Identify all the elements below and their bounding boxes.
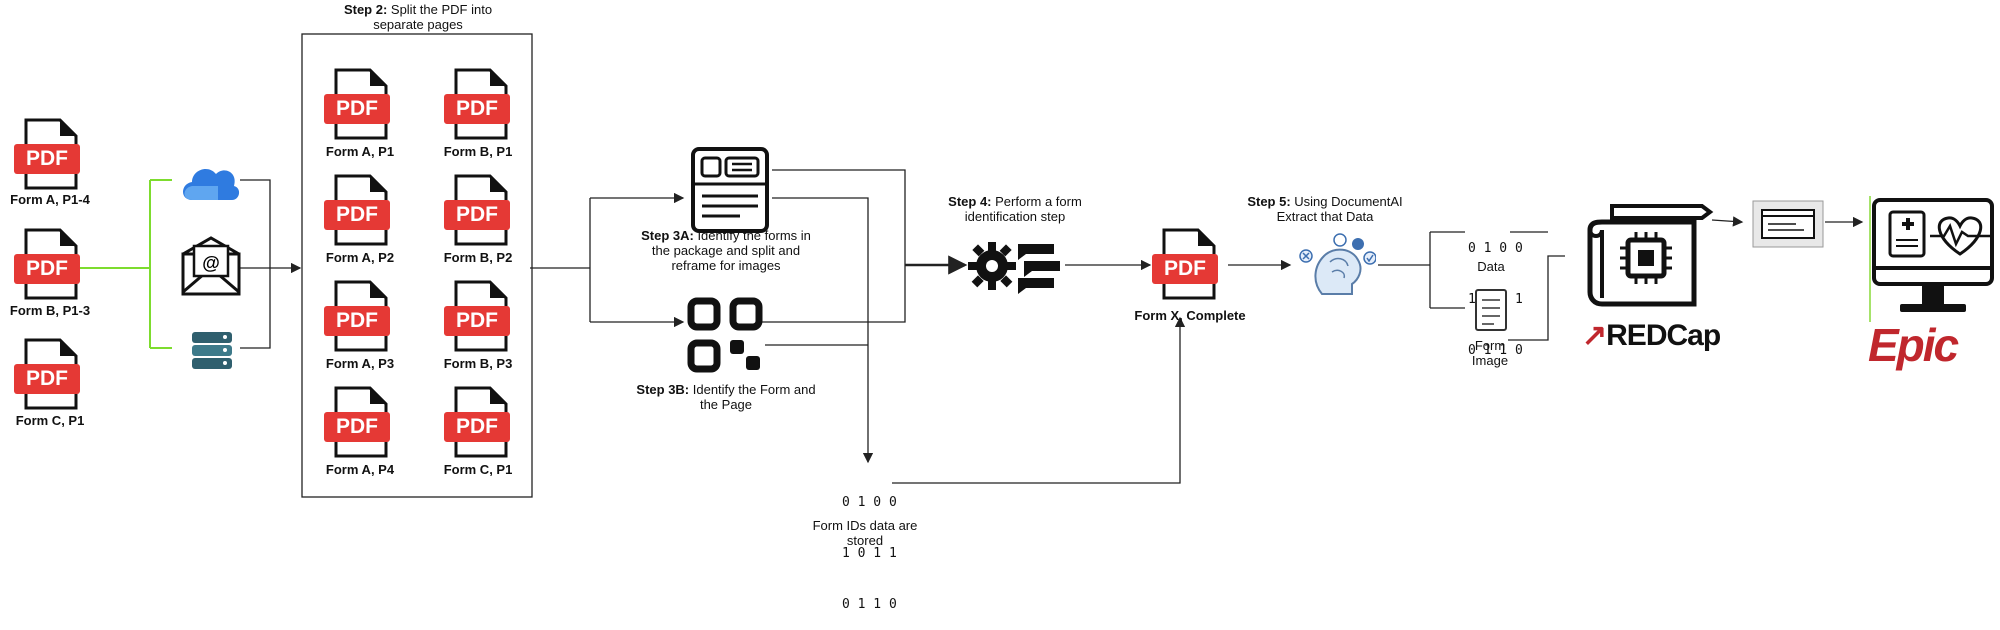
page-label: Form B, P2 xyxy=(443,250,513,265)
page-label: Form C, P1 xyxy=(443,462,513,477)
database-icon xyxy=(190,330,234,375)
pdf-file-icon: PDF xyxy=(444,174,510,246)
pdf-file-icon: PDF xyxy=(324,280,390,352)
form-layout-icon xyxy=(690,146,770,239)
pdf-file-icon: PDF xyxy=(444,280,510,352)
page-label: Form A, P4 xyxy=(325,462,395,477)
pdf-file-icon: PDF xyxy=(14,118,80,190)
ai-brain-icon xyxy=(1296,232,1377,303)
pdf-file-icon: PDF xyxy=(1152,228,1218,300)
step2-caption: Step 2: Split the PDF into separate page… xyxy=(343,2,493,32)
pdf-file-icon: PDF xyxy=(324,174,390,246)
step3b-caption: Step 3B: Identify the Form and the Page xyxy=(636,382,816,412)
data-label: Data xyxy=(1477,259,1505,274)
form-image-icon xyxy=(1474,288,1508,337)
email-icon: @ xyxy=(180,236,242,303)
page-label: Form A, P2 xyxy=(325,250,395,265)
form-ids-caption: Form IDs data are stored xyxy=(812,518,918,548)
page-label: Form B, P1 xyxy=(443,144,513,159)
cloud-icon xyxy=(178,158,242,209)
page-label: Form B, P3 xyxy=(443,356,513,371)
page-label: Form A, P1 xyxy=(325,144,395,159)
pdf-file-icon: PDF xyxy=(444,386,510,458)
monitor-health-icon xyxy=(1864,196,1996,331)
input-label-form-c: Form C, P1 xyxy=(15,413,85,428)
step4-caption: Step 4: Perform a form identification st… xyxy=(948,194,1082,224)
browser-window-icon xyxy=(1752,200,1824,253)
epic-logo: Epic xyxy=(1868,319,1959,371)
gear-icon xyxy=(966,236,1062,301)
blueprint-chip-icon xyxy=(1584,200,1714,315)
page-label: Form A, P3 xyxy=(325,356,395,371)
pdf-file-icon: PDF xyxy=(324,68,390,140)
pdf-file-icon: PDF xyxy=(444,68,510,140)
form-x-label: Form X, Complete xyxy=(1134,308,1246,323)
input-label-form-a: Form A, P1-4 xyxy=(10,192,90,207)
svg-text:@: @ xyxy=(202,253,220,273)
pdf-file-icon: PDF xyxy=(14,228,80,300)
pdf-file-icon: PDF xyxy=(14,338,80,410)
redcap-logo: ↗REDCap xyxy=(1582,319,1721,352)
step3a-caption: Step 3A: Identify the forms in the packa… xyxy=(641,228,811,273)
qr-code-icon xyxy=(686,296,764,379)
input-label-form-b: Form B, P1-3 xyxy=(9,303,91,318)
step5-caption: Step 5: Using DocumentAI Extract that Da… xyxy=(1247,194,1403,224)
form-image-label: Form Image xyxy=(1471,338,1509,368)
pdf-file-icon: PDF xyxy=(324,386,390,458)
connector-lines xyxy=(68,33,1864,498)
